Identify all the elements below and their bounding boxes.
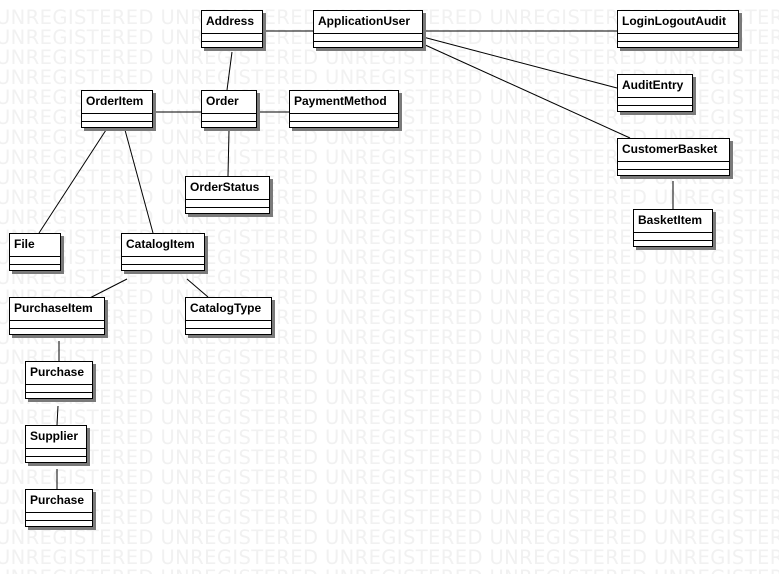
attributes-compartment — [618, 161, 729, 169]
class-box-purchase-2[interactable]: Purchase — [25, 489, 93, 527]
operations-compartment — [10, 264, 60, 272]
class-box-basket-item[interactable]: BasketItem — [633, 209, 713, 247]
class-box-login-logout-audit[interactable]: LoginLogoutAudit — [617, 10, 739, 48]
operations-compartment — [26, 520, 92, 528]
attributes-compartment — [26, 384, 92, 392]
operations-compartment — [202, 41, 262, 49]
class-name: ApplicationUser — [318, 14, 411, 28]
class-name: CatalogItem — [126, 237, 195, 251]
class-box-file[interactable]: File — [9, 233, 61, 271]
operations-compartment — [290, 121, 398, 129]
class-name: BasketItem — [638, 213, 703, 227]
attributes-compartment — [618, 97, 692, 105]
class-name: PurchaseItem — [14, 301, 93, 315]
class-name: Supplier — [30, 429, 79, 443]
class-box-customer-basket[interactable]: CustomerBasket — [617, 138, 730, 176]
attributes-compartment — [186, 199, 269, 207]
attributes-compartment — [290, 113, 398, 121]
association-address-to-order — [226, 51, 233, 91]
attributes-compartment — [314, 33, 422, 41]
class-name: CatalogType — [190, 301, 262, 315]
association-order-to-order-status — [227, 129, 230, 177]
class-box-order-status[interactable]: OrderStatus — [185, 176, 270, 214]
operations-compartment — [618, 41, 738, 49]
attributes-compartment — [122, 256, 204, 264]
class-name: Purchase — [30, 365, 85, 379]
attributes-compartment — [82, 113, 152, 121]
attributes-compartment — [10, 320, 104, 328]
class-box-catalog-item[interactable]: CatalogItem — [121, 233, 205, 271]
class-name: PaymentMethod — [294, 94, 387, 108]
class-name: OrderItem — [86, 94, 144, 108]
association-catalog-item-to-catalog-type — [186, 278, 209, 298]
operations-compartment — [618, 105, 692, 113]
class-name: AuditEntry — [622, 78, 684, 92]
class-name: Address — [206, 14, 255, 28]
class-name: Order — [206, 94, 239, 108]
class-box-purchase-item[interactable]: PurchaseItem — [9, 297, 105, 335]
class-box-audit-entry[interactable]: AuditEntry — [617, 74, 693, 112]
operations-compartment — [186, 328, 271, 336]
operations-compartment — [10, 328, 104, 336]
class-box-supplier[interactable]: Supplier — [25, 425, 87, 463]
attributes-compartment — [26, 448, 86, 456]
operations-compartment — [202, 121, 256, 129]
attributes-compartment — [202, 33, 262, 41]
class-box-order[interactable]: Order — [201, 90, 257, 128]
class-name: File — [14, 237, 35, 251]
attributes-compartment — [202, 113, 256, 121]
class-box-application-user[interactable]: ApplicationUser — [313, 10, 423, 48]
class-box-address[interactable]: Address — [201, 10, 263, 48]
attributes-compartment — [10, 256, 60, 264]
operations-compartment — [82, 121, 152, 129]
class-name: LoginLogoutAudit — [622, 14, 726, 28]
association-application-user-to-customer-basket — [422, 43, 631, 139]
operations-compartment — [314, 41, 422, 49]
operations-compartment — [122, 264, 204, 272]
operations-compartment — [186, 207, 269, 215]
operations-compartment — [26, 392, 92, 400]
class-name: OrderStatus — [190, 180, 260, 194]
class-name: Purchase — [30, 493, 85, 507]
attributes-compartment — [618, 33, 738, 41]
association-purchase-1-to-supplier — [56, 405, 59, 426]
operations-compartment — [634, 240, 712, 248]
attributes-compartment — [26, 512, 92, 520]
class-box-catalog-type[interactable]: CatalogType — [185, 297, 272, 335]
class-box-order-item[interactable]: OrderItem — [81, 90, 153, 128]
attributes-compartment — [634, 232, 712, 240]
association-order-item-to-catalog-item — [124, 129, 154, 234]
association-application-user-to-audit-entry — [422, 36, 618, 89]
operations-compartment — [26, 456, 86, 464]
class-box-payment-method[interactable]: PaymentMethod — [289, 90, 399, 128]
class-box-purchase-1[interactable]: Purchase — [25, 361, 93, 399]
operations-compartment — [618, 169, 729, 177]
attributes-compartment — [186, 320, 271, 328]
class-name: CustomerBasket — [622, 142, 718, 156]
association-order-item-to-file — [38, 129, 107, 234]
